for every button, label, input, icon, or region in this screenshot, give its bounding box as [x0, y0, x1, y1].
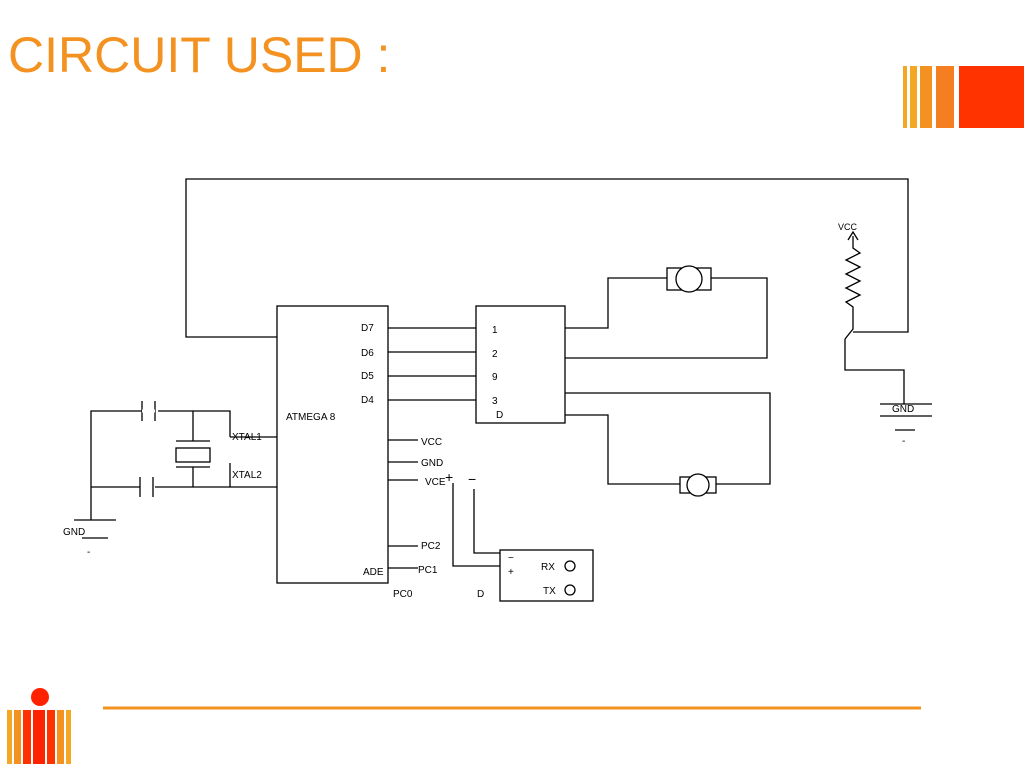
- pin-pc0: PC0: [393, 589, 413, 600]
- mcu-name: ATMEGA 8: [286, 412, 336, 423]
- pin-vcc: VCC: [421, 437, 442, 448]
- pin-d5: D5: [361, 371, 374, 382]
- motor2-rotor: [686, 473, 710, 497]
- slide-title: CIRCUIT USED :: [8, 27, 391, 83]
- vcc-arrow-icon: [847, 230, 859, 241]
- battery-minus-wire: [473, 489, 500, 554]
- battery-plus-wire: [452, 483, 500, 567]
- bt-plus: +: [508, 567, 514, 578]
- pin-gnd: GND: [421, 458, 443, 469]
- pin-d6: D6: [361, 348, 374, 359]
- driver-d-bottom: D: [477, 589, 484, 600]
- driver-pin-3: 3: [492, 396, 498, 407]
- tx-pin-icon: [564, 584, 576, 596]
- driver-pin-2: 2: [492, 349, 498, 360]
- crystal-gnd-sub: -: [87, 547, 90, 558]
- motor1-wire-b: [565, 277, 768, 359]
- battery-plus: +: [445, 469, 453, 485]
- motor2-wire-a: [565, 392, 771, 485]
- battery-minus: −: [468, 471, 476, 487]
- pin-pc2: PC2: [421, 541, 441, 552]
- feedback-wire: [185, 178, 909, 338]
- motor1-rotor: [675, 265, 703, 293]
- sensor-gnd: GND: [892, 404, 914, 415]
- driver-pin-9: 9: [492, 372, 498, 383]
- bluetooth-module: [499, 549, 594, 602]
- driver-d-label: D: [496, 410, 503, 421]
- driver-pin-1: 1: [492, 325, 498, 336]
- rx-pin-icon: [564, 560, 576, 572]
- pin-pc1: PC1: [418, 565, 438, 576]
- pin-vce: VCE: [425, 477, 446, 488]
- sensor-gnd-sub: -: [902, 436, 905, 447]
- crystal-gnd: GND: [63, 527, 85, 538]
- motor1-wire-a: [565, 277, 667, 329]
- pin-ade: ADE: [363, 567, 384, 578]
- pin-xtal2: XTAL2: [232, 470, 262, 481]
- logo-icon: [7, 688, 71, 764]
- xtal-left-wire: [90, 410, 144, 520]
- crystal-body: [175, 447, 211, 463]
- bt-minus: −: [508, 553, 514, 564]
- pullup-resistor: [844, 236, 862, 322]
- mcu-box: [276, 305, 389, 584]
- bt-tx-label: TX: [543, 586, 556, 597]
- motor2-wire-b: [565, 414, 680, 485]
- bt-rx-label: RX: [541, 562, 555, 573]
- xtal1-wire: [158, 410, 231, 437]
- pin-xtal1: XTAL1: [232, 432, 262, 443]
- pin-d4: D4: [361, 395, 374, 406]
- driver-box: [475, 305, 566, 424]
- pin-d7: D7: [361, 323, 374, 334]
- sensor-vcc: VCC: [838, 222, 858, 232]
- sensor-gnd-wire: [844, 339, 905, 404]
- sensor-switch: [844, 322, 854, 340]
